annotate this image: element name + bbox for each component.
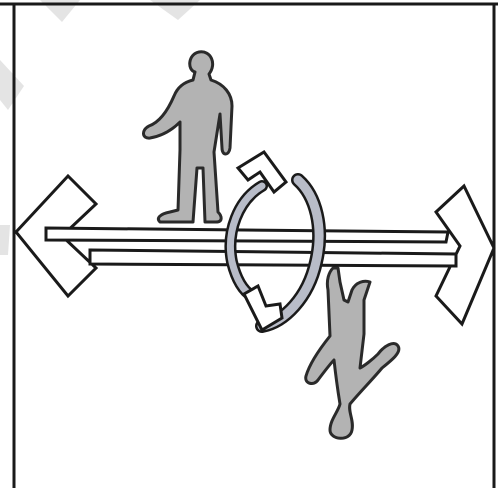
axis-bar-lower xyxy=(90,250,456,266)
horizontal-axis xyxy=(46,228,456,266)
watermark-mark-4 xyxy=(0,225,10,255)
axis-bar-upper xyxy=(46,228,448,242)
person-standing-icon xyxy=(143,52,232,222)
person-inverted-icon xyxy=(306,268,399,438)
watermark-mark-3 xyxy=(0,60,24,110)
